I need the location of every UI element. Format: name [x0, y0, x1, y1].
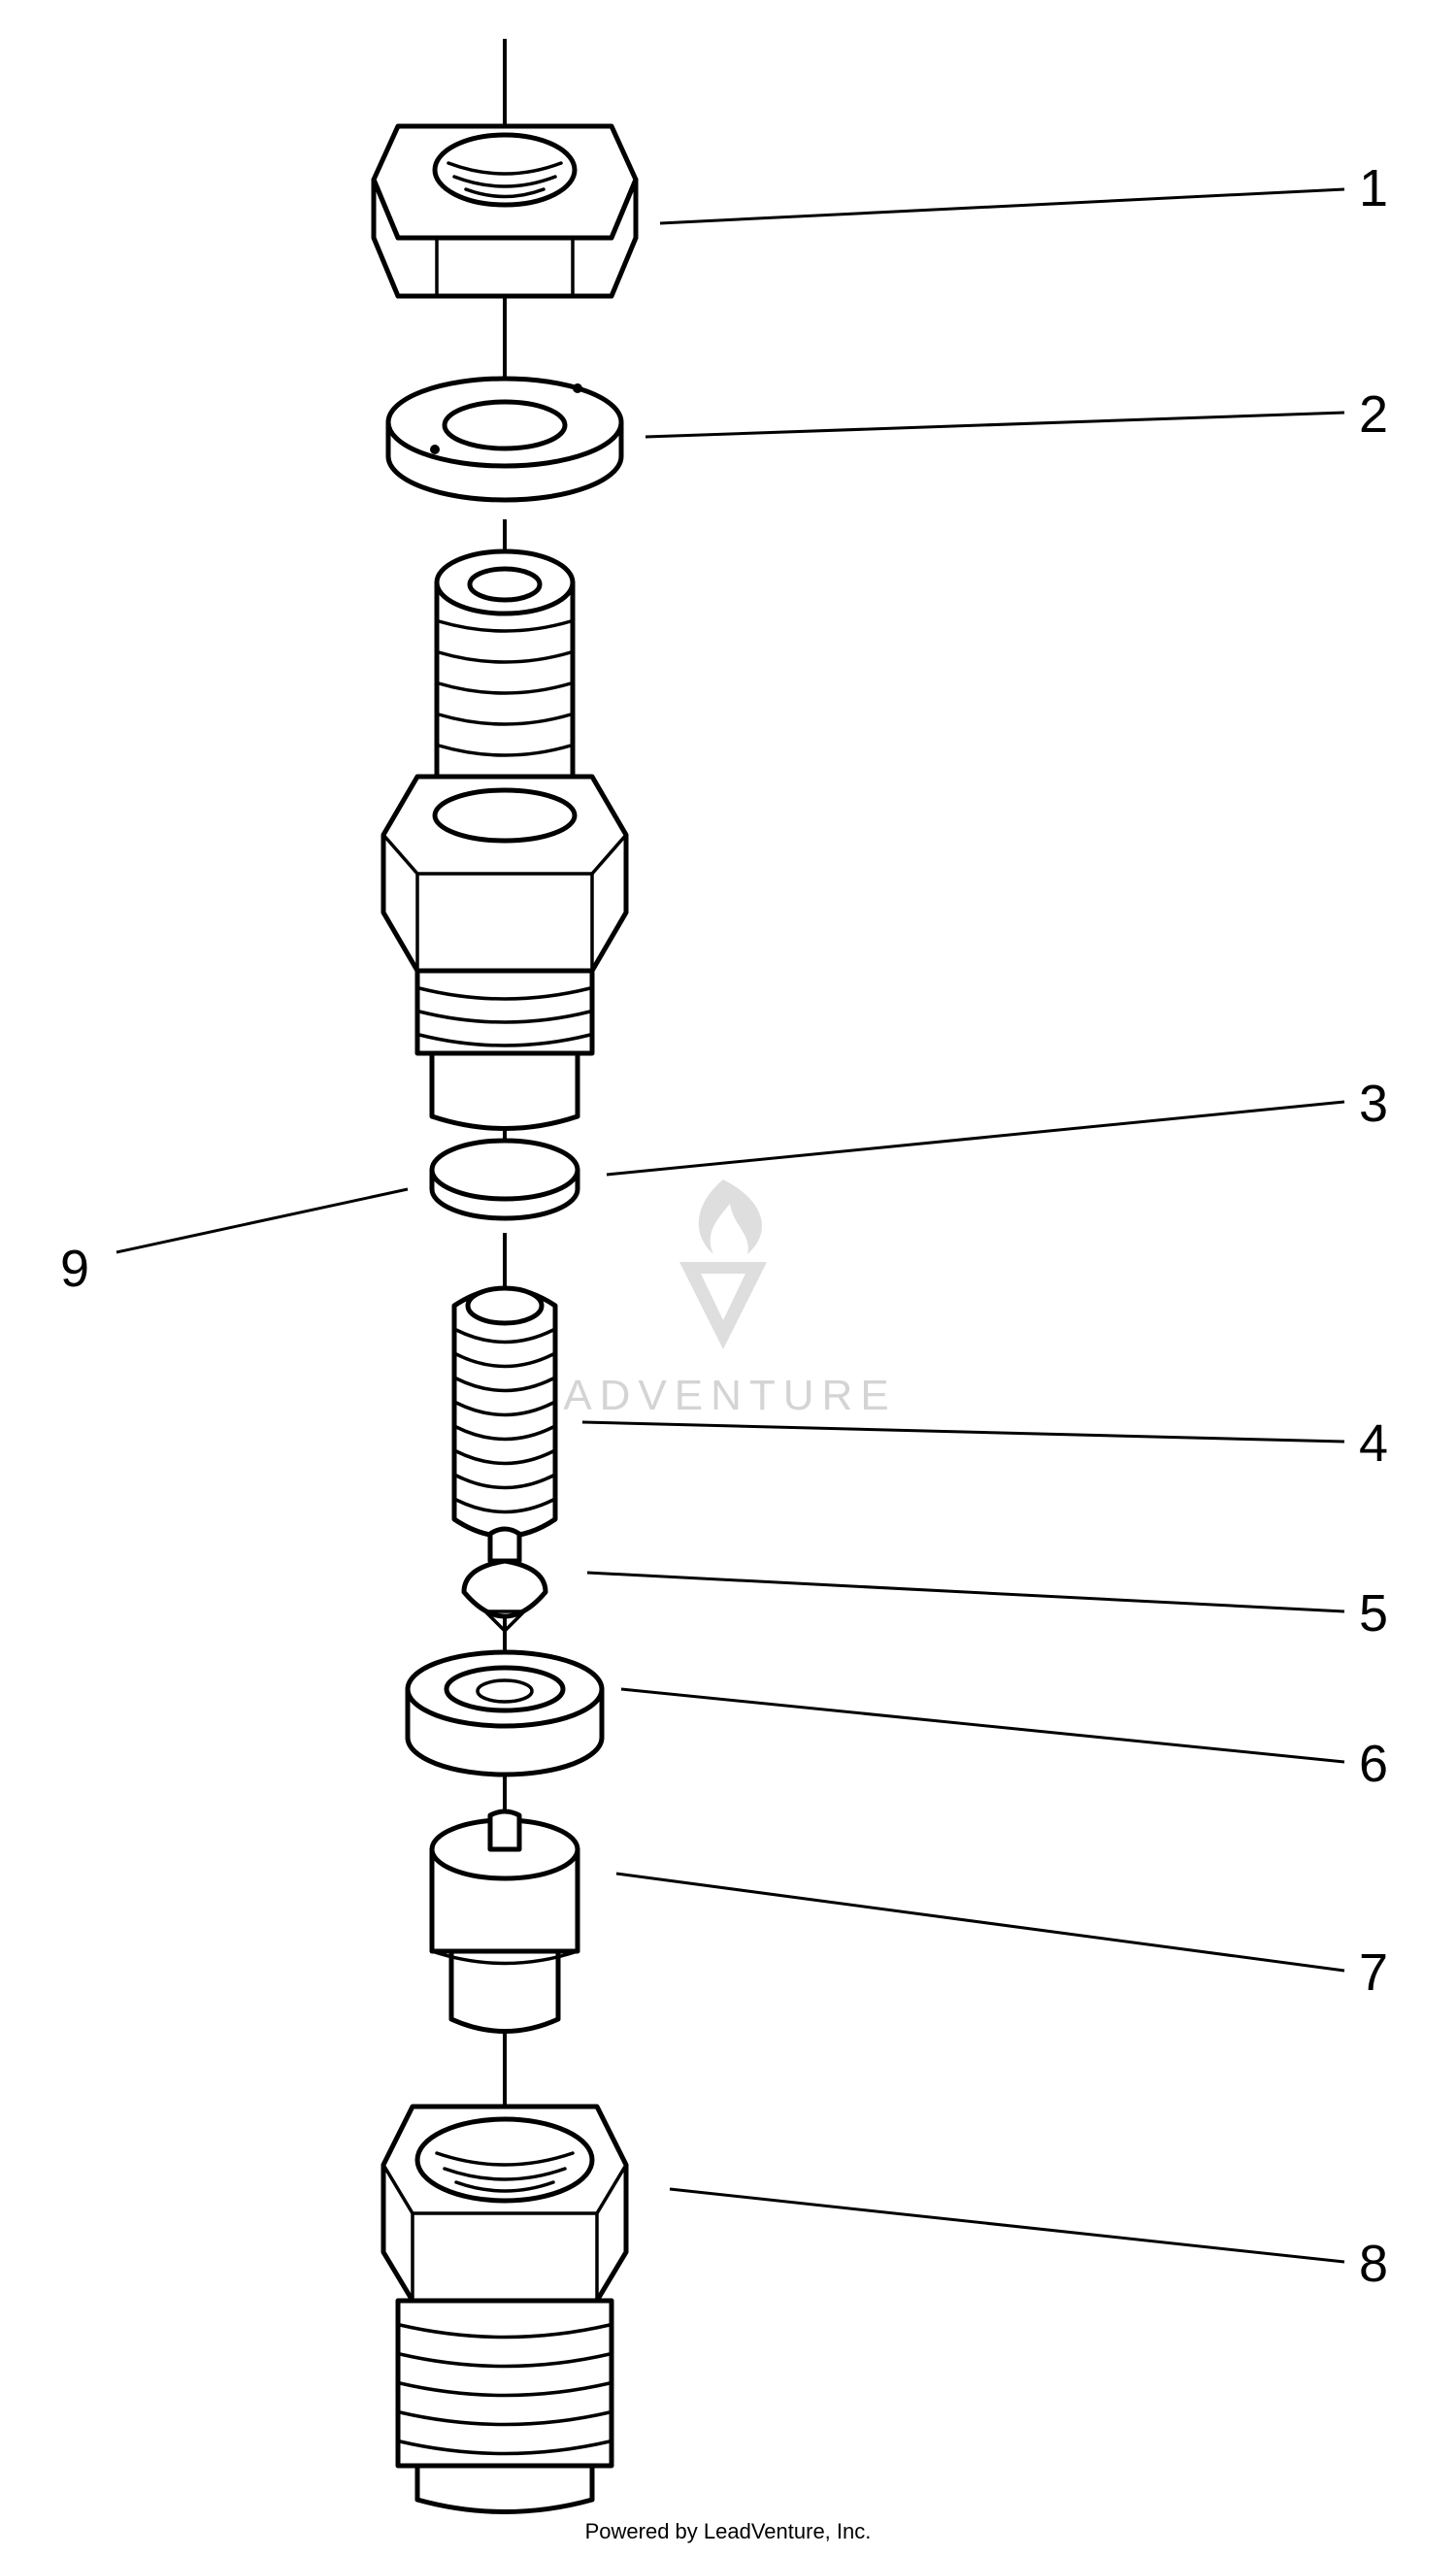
- leader-9: [116, 1187, 409, 1254]
- part-1-hex-nut: [371, 123, 639, 299]
- watermark-text: ADVENTURE: [563, 1372, 896, 1419]
- part-2-washer: [385, 376, 624, 503]
- leader-6: [620, 1687, 1345, 1764]
- leader-2: [645, 411, 1345, 439]
- leader-7: [615, 1872, 1345, 1973]
- flame-v-logo-icon: [679, 1179, 767, 1349]
- callout-9: 9: [60, 1240, 89, 1298]
- callout-5: 5: [1359, 1584, 1388, 1643]
- part-5-check-valve: [461, 1526, 548, 1634]
- callout-labels: 1 2 3 4 5 6 7 8 9: [60, 159, 1388, 2293]
- callout-1: 1: [1359, 159, 1388, 217]
- leader-4: [581, 1420, 1345, 1444]
- callout-8: 8: [1359, 2235, 1388, 2293]
- leader-8: [669, 2187, 1345, 2264]
- callout-3: 3: [1359, 1075, 1388, 1133]
- part-6-valve-seat: [405, 1649, 605, 1777]
- part-4-spring: [451, 1285, 558, 1539]
- leader-lines: [116, 187, 1345, 2264]
- watermark: ADVENTURE: [563, 1179, 896, 1419]
- part-8-fitting-nut: [381, 2104, 629, 2514]
- part-7-valve-body: [429, 1809, 580, 2034]
- callout-6: 6: [1359, 1735, 1388, 1793]
- part-valve-holder-body: [381, 548, 629, 1131]
- callout-4: 4: [1359, 1414, 1388, 1473]
- callout-7: 7: [1359, 1943, 1388, 2002]
- callout-2: 2: [1359, 385, 1388, 444]
- leader-3: [606, 1100, 1345, 1177]
- leader-5: [586, 1571, 1345, 1613]
- part-3-gasket: [429, 1138, 580, 1221]
- leader-1: [659, 187, 1345, 225]
- footer-credit: Powered by LeadVenture, Inc.: [585, 2519, 872, 2543]
